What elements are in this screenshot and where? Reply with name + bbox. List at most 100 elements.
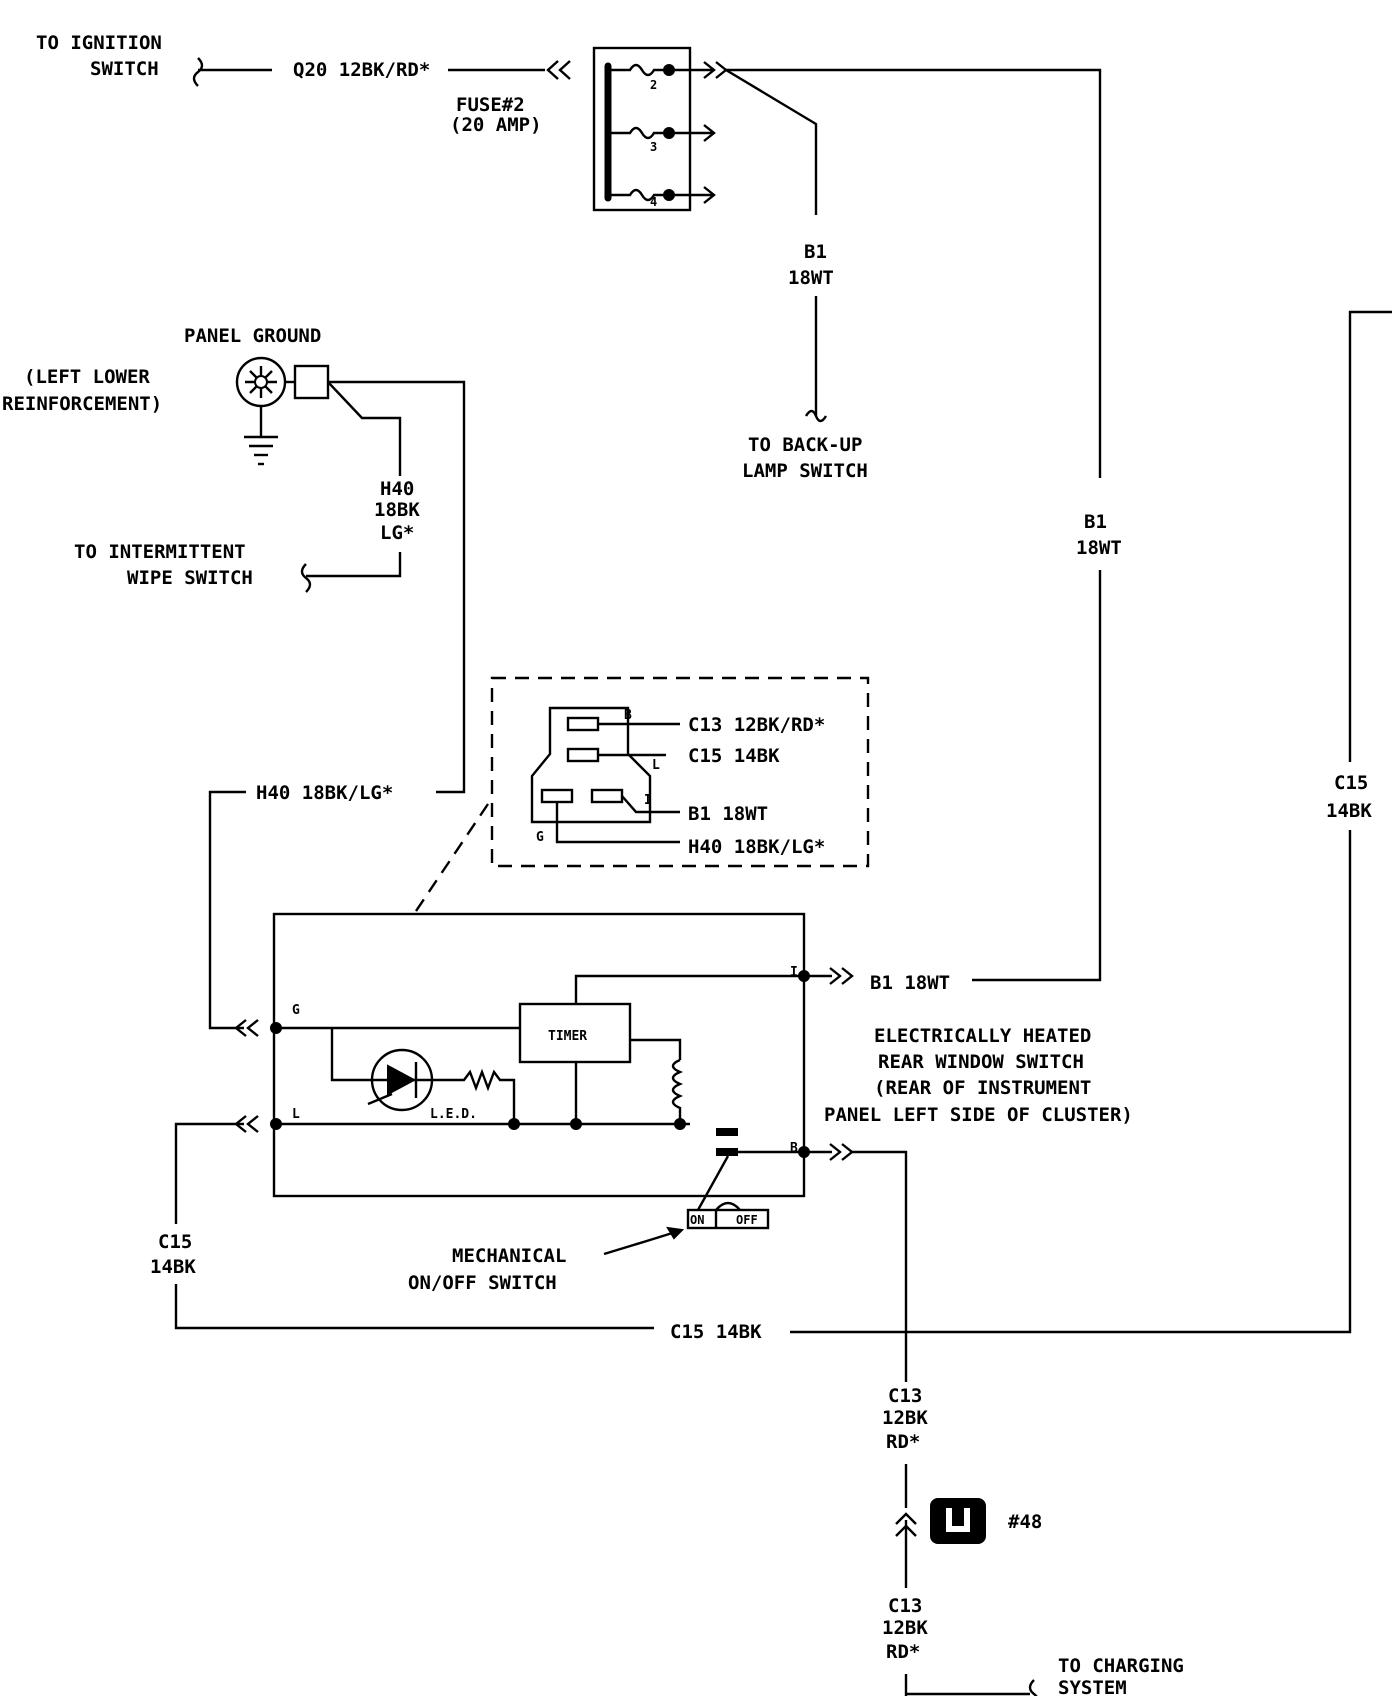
wire-c13-switch: [852, 1150, 908, 1382]
backup-lamp-label: TO BACK-UP LAMP SWITCH: [742, 434, 868, 482]
svg-text:C13: C13: [888, 1385, 922, 1407]
led-symbol: [367, 1048, 434, 1112]
svg-text:SWITCH: SWITCH: [90, 58, 159, 80]
switch-pin-g: G: [292, 1003, 300, 1018]
connector-ref-label: #48: [1008, 1511, 1042, 1533]
svg-text:REAR WINDOW SWITCH: REAR WINDOW SWITCH: [878, 1051, 1084, 1073]
relay-contact-lower: [716, 1148, 738, 1156]
svg-text:14BK: 14BK: [150, 1256, 196, 1278]
detail-leader-line: [413, 803, 489, 915]
fuse-block: 2 3 4: [592, 46, 728, 212]
on-off-switch: ON OFF: [686, 1201, 770, 1230]
c13-lower-label: C13 12BK RD*: [882, 1595, 928, 1663]
intermittent-wipe-label: TO INTERMITTENT WIPE SWITCH: [74, 541, 253, 589]
svg-text:ON/OFF SWITCH: ON/OFF SWITCH: [408, 1272, 557, 1294]
wire-break-ignition: [192, 57, 204, 87]
connector-lead-b1: [621, 795, 680, 814]
svg-text:SYSTEM: SYSTEM: [1058, 1677, 1127, 1696]
fuse-label: FUSE#2 (20 AMP): [450, 94, 542, 136]
c13-upper-label: C13 12BK RD*: [882, 1385, 928, 1453]
svg-text:B1: B1: [1084, 511, 1107, 533]
switch-pin-i: I: [790, 965, 798, 980]
svg-text:14BK: 14BK: [1326, 800, 1372, 822]
ground-terminal: [235, 356, 330, 436]
svg-text:(20 AMP): (20 AMP): [450, 114, 542, 136]
wire-break-backup: [804, 409, 828, 423]
connector-lead-h40: [555, 802, 680, 844]
svg-text:LAMP SWITCH: LAMP SWITCH: [742, 460, 868, 482]
b1-right-label: B1 18WT: [1076, 511, 1122, 559]
wire-c15-right-top: [1348, 310, 1392, 762]
mechanical-switch-lever: [696, 1155, 730, 1211]
wire-break-wipe: [300, 563, 312, 593]
connector-wire-c15: C15 14BK: [688, 745, 780, 767]
wire-b1-top: [726, 68, 1102, 478]
svg-text:LG*: LG*: [380, 522, 414, 544]
connector-arrow-b: [829, 1143, 854, 1161]
mechanical-switch-label: MECHANICAL ON/OFF SWITCH: [408, 1245, 566, 1294]
switch-pin-b: B: [790, 1141, 798, 1156]
charging-system-label: TO CHARGING SYSTEM: [1058, 1655, 1184, 1696]
wire-c15-left-bottom: [174, 1284, 654, 1330]
wire-b1-backup: [725, 68, 818, 215]
connector-pin-b: B: [624, 708, 632, 723]
wire-h40-down: [327, 381, 402, 476]
h40-vertical-label: H40 18BK LG*: [374, 478, 420, 544]
svg-text:PANEL LEFT SIDE OF CLUSTER): PANEL LEFT SIDE OF CLUSTER): [824, 1104, 1133, 1126]
svg-text:18BK: 18BK: [374, 499, 420, 521]
relay-contact-upper: [716, 1128, 738, 1136]
svg-text:(REAR OF INSTRUMENT: (REAR OF INSTRUMENT: [874, 1077, 1091, 1099]
wire-h40-right: [328, 380, 466, 794]
h40-horizontal-label: H40 18BK/LG*: [256, 782, 393, 804]
resistor-symbol: [432, 1068, 516, 1124]
wire-break-charging: [1028, 1679, 1038, 1696]
svg-text:RD*: RD*: [886, 1641, 920, 1663]
connector-pin-g: G: [536, 830, 544, 845]
svg-text:B1: B1: [804, 241, 827, 263]
connector-arrow-g: [234, 1019, 259, 1037]
svg-text:C13: C13: [888, 1595, 922, 1617]
connector-wire-h40: H40 18BK/LG*: [688, 836, 825, 858]
svg-text:18WT: 18WT: [788, 267, 834, 289]
switch-body: [272, 912, 806, 1198]
led-label: L.E.D.: [430, 1107, 477, 1122]
switch-pin-l: L: [292, 1107, 300, 1122]
svg-text:H40: H40: [380, 478, 414, 500]
svg-text:MECHANICAL: MECHANICAL: [452, 1245, 566, 1267]
b1-upper-label: B1 18WT: [788, 241, 834, 289]
svg-text:C15: C15: [158, 1231, 192, 1253]
connector-arrow-i: [829, 967, 854, 985]
c15-right-label: C15 14BK: [1326, 772, 1372, 822]
wire-h40-wipe: [306, 552, 402, 578]
fuse-pin-2: 2: [650, 78, 657, 92]
svg-text:18WT: 18WT: [1076, 537, 1122, 559]
svg-text:WIPE SWITCH: WIPE SWITCH: [127, 567, 253, 589]
led-feed: [330, 1028, 370, 1082]
c15-left-label: C15 14BK: [150, 1231, 196, 1278]
svg-text:(LEFT LOWER: (LEFT LOWER: [24, 366, 150, 388]
svg-text:FUSE#2: FUSE#2: [456, 94, 525, 116]
b1-switch-label: B1 18WT: [870, 972, 950, 994]
connector-arrow-q20: [546, 60, 571, 80]
connector-detail-frame: [490, 676, 870, 868]
fuse-pin-4: 4: [650, 195, 657, 209]
wire-q20-label: Q20 12BK/RD*: [293, 59, 430, 81]
svg-text:RD*: RD*: [886, 1431, 920, 1453]
internal-i-line: [574, 974, 804, 1004]
switch-off-label: OFF: [736, 1213, 758, 1227]
switch-title: ELECTRICALLY HEATED REAR WINDOW SWITCH (…: [824, 1025, 1133, 1126]
connector-wire-b1: B1 18WT: [688, 803, 768, 825]
svg-text:12BK: 12BK: [882, 1617, 928, 1639]
ground-icon: [244, 435, 278, 466]
svg-text:TO IGNITION: TO IGNITION: [36, 32, 162, 54]
timer-label: TIMER: [548, 1029, 587, 1044]
connector-ref-icon: [930, 1498, 986, 1544]
ground-location-label: (LEFT LOWER REINFORCEMENT): [2, 366, 162, 415]
c15-bottom-label: C15 14BK: [670, 1321, 762, 1343]
coil-feed: [630, 1038, 682, 1060]
svg-text:REINFORCEMENT): REINFORCEMENT): [2, 393, 162, 415]
panel-ground-label: PANEL GROUND: [184, 325, 321, 347]
wire-c15-right-bottom: [790, 830, 1352, 1334]
svg-text:C15: C15: [1334, 772, 1368, 794]
